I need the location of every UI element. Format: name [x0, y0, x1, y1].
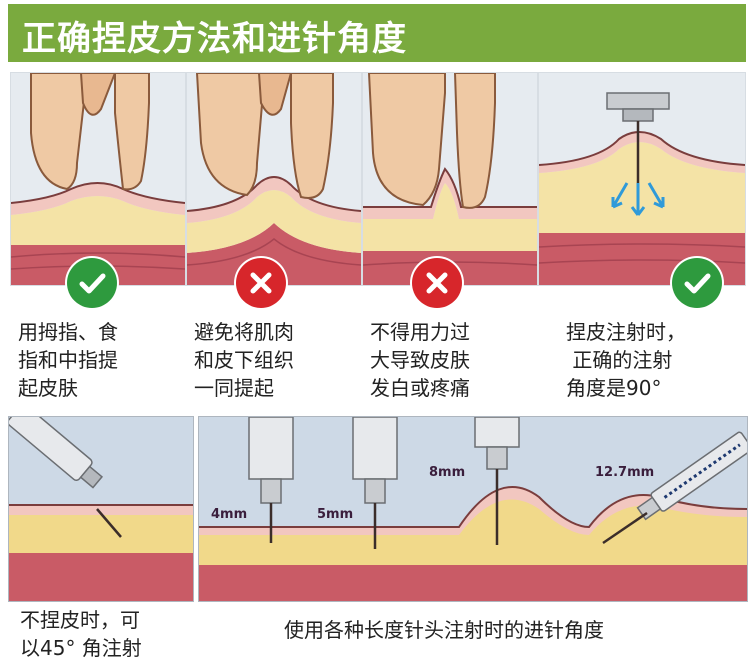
- needle-label-5mm: 5mm: [317, 507, 354, 522]
- panel-correct-90-degree: [538, 72, 746, 286]
- pinch-illustration-3: [363, 73, 537, 285]
- check-icon: [684, 273, 711, 294]
- needle-label-8mm: 8mm: [429, 465, 466, 480]
- caption-panel-4: 捏皮注射时， 正确的注射角度是90°: [566, 318, 686, 402]
- caption-bottom-right: 使用各种长度针头注射时的进针角度: [284, 618, 604, 642]
- injection-illustration-45: [9, 417, 193, 601]
- caption-line: 不捏皮时，可: [20, 608, 140, 632]
- caption-line: 一同提起: [194, 376, 274, 400]
- caption-line: 不得用力过: [370, 320, 470, 344]
- title-banner: 正确捏皮方法和进针角度: [8, 4, 746, 62]
- needle-label-4mm: 4mm: [211, 507, 248, 522]
- panel-needle-lengths: 4mm 5mm 8mm 12.7mm: [198, 416, 748, 602]
- caption-line: 正确的注射: [566, 348, 673, 372]
- check-icon: [79, 273, 106, 294]
- panel-incorrect-force: [362, 72, 538, 286]
- caption-line: 起皮肤: [18, 376, 78, 400]
- caption-panel-2: 避免将肌肉和皮下组织一同提起: [194, 318, 294, 402]
- panel-incorrect-muscle: [186, 72, 362, 286]
- incorrect-badge-2: [236, 258, 286, 308]
- caption-line: 和皮下组织: [194, 348, 294, 372]
- page-title: 正确捏皮方法和进针角度: [22, 19, 407, 59]
- needle-label-12-7mm: 12.7mm: [595, 465, 655, 480]
- caption-panel-3: 不得用力过大导致皮肤发白或疼痛: [370, 318, 470, 402]
- caption-bottom-left: 不捏皮时，可以45° 角注射: [20, 606, 142, 662]
- caption-line: 指和中指提: [18, 348, 118, 372]
- pinch-illustration-2: [187, 73, 361, 285]
- panel-correct-pinch: [10, 72, 186, 286]
- correct-badge-4: [672, 258, 722, 308]
- caption-panel-1: 用拇指、食指和中指提起皮肤: [18, 318, 118, 402]
- correct-badge-1: [67, 258, 117, 308]
- caption-line: 捏皮注射时，: [566, 320, 686, 344]
- pen-needle-5mm: [352, 417, 398, 549]
- cross-icon: [426, 272, 448, 294]
- caption-line: 大导致皮肤: [370, 348, 470, 372]
- needle-lengths-illustration: [199, 417, 747, 601]
- pen-needle-4mm: [248, 417, 294, 543]
- cross-icon: [250, 272, 272, 294]
- panel-45-degree-injection: [8, 416, 194, 602]
- caption-line: 用拇指、食: [18, 320, 118, 344]
- pinch-illustration-1: [11, 73, 185, 285]
- incorrect-badge-3: [412, 258, 462, 308]
- pen-needle-8mm: [474, 417, 520, 545]
- caption-line: 角度是90°: [566, 376, 662, 400]
- caption-line: 发白或疼痛: [370, 376, 470, 400]
- caption-line: 避免将肌肉: [194, 320, 294, 344]
- injection-illustration-90: [539, 92, 745, 285]
- caption-line: 以45° 角注射: [20, 636, 142, 660]
- syringe-12-7mm: [602, 431, 747, 545]
